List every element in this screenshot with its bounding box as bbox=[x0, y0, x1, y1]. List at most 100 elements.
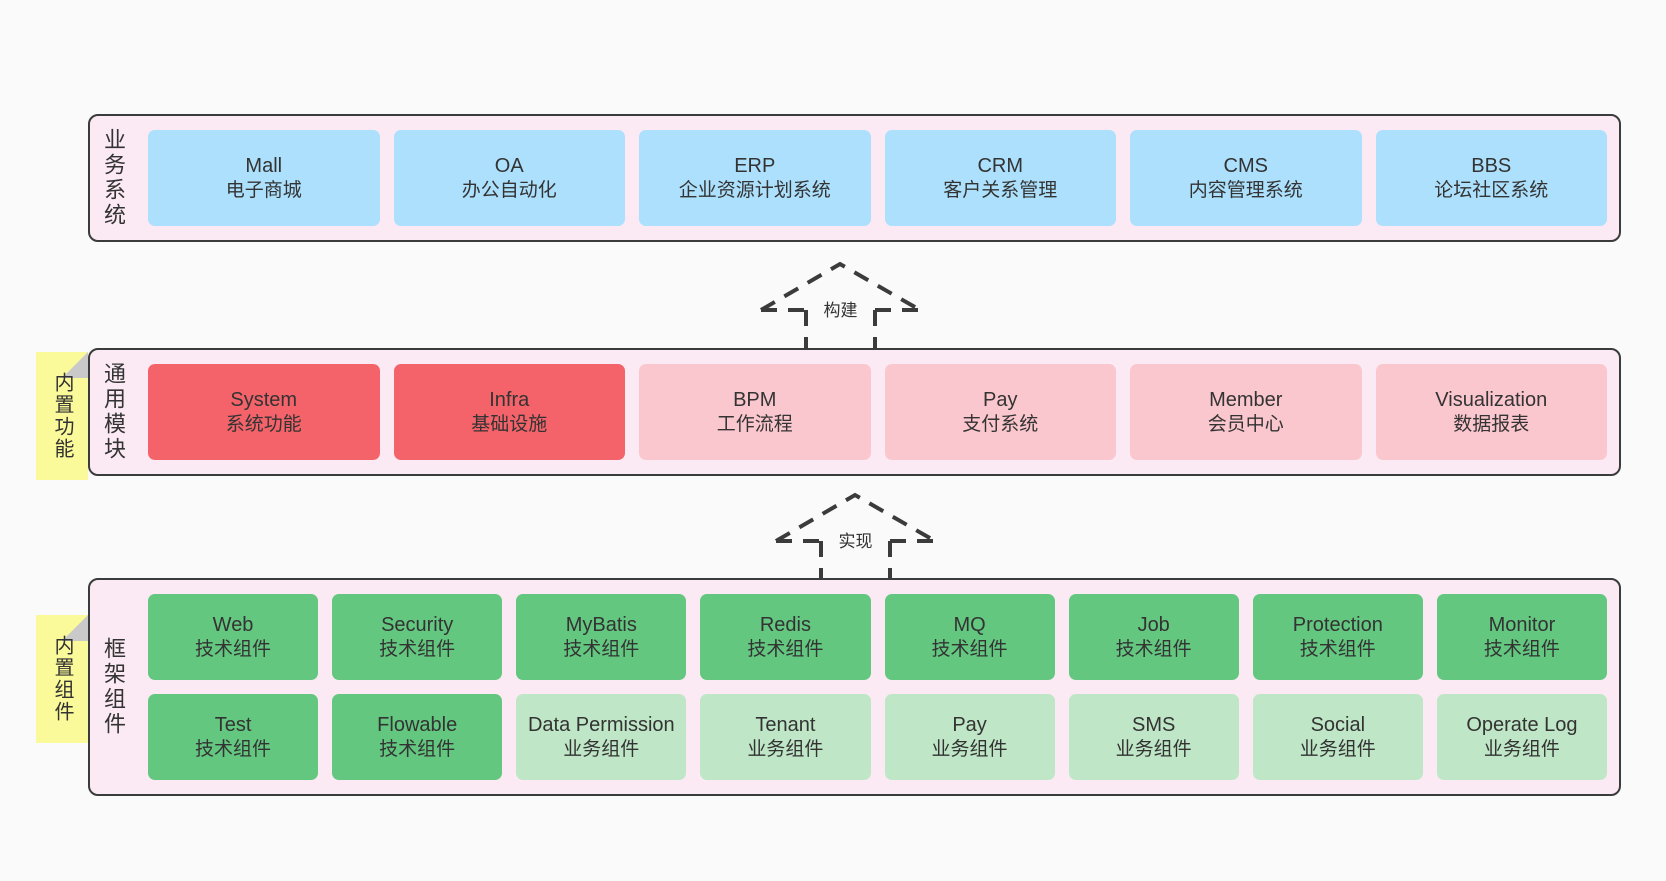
card-title-en: ERP bbox=[734, 154, 776, 177]
card-title-en: Protection bbox=[1292, 613, 1383, 636]
card-title-cn: 办公自动化 bbox=[461, 179, 557, 201]
card-title-en: Pay bbox=[983, 388, 1018, 411]
card-title-cn: 技术组件 bbox=[563, 638, 640, 660]
card-title-en: Member bbox=[1209, 388, 1283, 411]
card-title-en: Test bbox=[214, 713, 252, 736]
card-title-cn: 业务组件 bbox=[1483, 738, 1560, 760]
card-title-en: OA bbox=[494, 154, 524, 177]
card-title-cn: 技术组件 bbox=[1115, 638, 1192, 660]
card-title-cn: 技术组件 bbox=[1483, 638, 1560, 660]
card-title-en: SMS bbox=[1132, 713, 1176, 736]
card-title-cn: 业务组件 bbox=[931, 738, 1008, 760]
card-title-cn: 客户关系管理 bbox=[943, 179, 1058, 201]
card-title-en: BPM bbox=[733, 388, 777, 411]
build-arrow-icon bbox=[759, 261, 921, 351]
card-title-en: Redis bbox=[759, 613, 811, 636]
card-title-en: Flowable bbox=[377, 713, 458, 736]
card-title-en: System bbox=[230, 388, 298, 411]
card-title-cn: 内容管理系统 bbox=[1188, 179, 1303, 201]
card-title-cn: 支付系统 bbox=[962, 413, 1039, 435]
card-title-en: CRM bbox=[977, 154, 1024, 177]
card-title-en: Visualization bbox=[1435, 388, 1548, 411]
card-title-en: Operate Log bbox=[1466, 713, 1578, 736]
card-title-en: Job bbox=[1137, 613, 1170, 636]
card-title-cn: 工作流程 bbox=[716, 413, 793, 435]
card-title-en: Data Permission bbox=[527, 713, 675, 736]
builtin-feature-sticky-label: 内置功能 bbox=[51, 372, 73, 460]
business-system-layer-title: 业务系统 bbox=[101, 128, 126, 228]
builtin-feature-sticky: 内置功能 bbox=[36, 352, 88, 480]
card-title-cn: 基础设施 bbox=[471, 413, 548, 435]
card-title-en: MQ bbox=[953, 613, 986, 636]
card-title-cn: 系统功能 bbox=[225, 413, 302, 435]
card-title-en: Pay bbox=[952, 713, 987, 736]
card-title-cn: 技术组件 bbox=[379, 638, 456, 660]
card-title-cn: 电子商城 bbox=[225, 179, 302, 201]
card-title-en: Mall bbox=[245, 154, 283, 177]
card-title-en: Monitor bbox=[1488, 613, 1556, 636]
card-title-en: Social bbox=[1310, 713, 1366, 736]
card-title-cn: 业务组件 bbox=[1115, 738, 1192, 760]
card-title-cn: 论坛社区系统 bbox=[1434, 179, 1549, 201]
common-module-layer-title: 通用模块 bbox=[101, 362, 126, 462]
card-title-en: CMS bbox=[1223, 154, 1268, 177]
implement-arrow-icon bbox=[774, 492, 936, 582]
card-title-en: Tenant bbox=[755, 713, 816, 736]
card-title-en: Security bbox=[381, 613, 454, 636]
framework-component-layer-title: 框架组件 bbox=[101, 637, 126, 737]
card-title-cn: 技术组件 bbox=[747, 638, 824, 660]
card-title-en: MyBatis bbox=[565, 613, 637, 636]
card-title-cn: 技术组件 bbox=[195, 638, 272, 660]
card-title-cn: 业务组件 bbox=[563, 738, 640, 760]
card-title-cn: 会员中心 bbox=[1207, 413, 1284, 435]
card-title-en: Infra bbox=[489, 388, 530, 411]
card-title-cn: 业务组件 bbox=[1299, 738, 1376, 760]
builtin-component-sticky-label: 内置组件 bbox=[51, 635, 73, 723]
card-title-cn: 技术组件 bbox=[931, 638, 1008, 660]
card-title-en: BBS bbox=[1471, 154, 1512, 177]
card-title-en: Web bbox=[212, 613, 254, 636]
card-title-cn: 业务组件 bbox=[747, 738, 824, 760]
implement-arrow-label: 实现 bbox=[838, 532, 873, 551]
card-title-cn: 技术组件 bbox=[1299, 638, 1376, 660]
implement-arrow: 实现 bbox=[768, 489, 943, 584]
build-arrow: 构建 bbox=[753, 258, 928, 353]
